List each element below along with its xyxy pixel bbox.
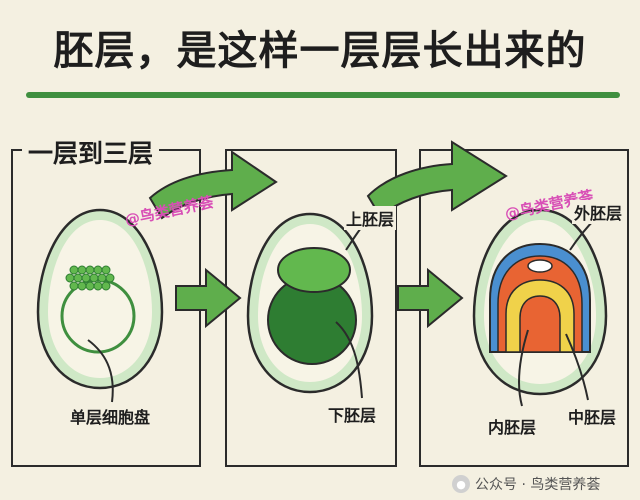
label-hypoblast: 下胚层 xyxy=(326,402,379,426)
footer-text: 公众号 · 鸟类营养荟 xyxy=(475,477,601,493)
egg-2 xyxy=(246,212,374,399)
label-endoderm: 内胚层 xyxy=(486,414,539,438)
mid-arrow-2 xyxy=(397,267,464,329)
wechat-icon: ● xyxy=(452,475,470,493)
label-mesoderm: 中胚层 xyxy=(566,404,619,428)
mid-arrow-1 xyxy=(175,267,242,329)
section-subtitle: 一层到三层 xyxy=(22,134,160,170)
endoderm xyxy=(505,279,575,353)
yolk-1 xyxy=(60,278,136,354)
top-arrow-1 xyxy=(148,150,278,220)
title-underline xyxy=(26,92,620,98)
page-title: 胚层，是这样一层层长出来的 xyxy=(53,28,587,74)
label-ectoderm: 外胚层 xyxy=(572,200,625,224)
label-single-layer-disc: 单层细胞盘 xyxy=(68,404,153,428)
top-arrow-2 xyxy=(366,140,508,218)
footer-credit: ● 公众号 · 鸟类营养荟 xyxy=(452,474,600,494)
label-epiblast: 上胚层 xyxy=(344,206,397,230)
epiblast xyxy=(277,247,351,293)
cell-disc xyxy=(65,265,115,291)
egg-1 xyxy=(36,208,164,403)
egg-3-cavity xyxy=(527,259,553,273)
egg-3 xyxy=(472,208,608,407)
